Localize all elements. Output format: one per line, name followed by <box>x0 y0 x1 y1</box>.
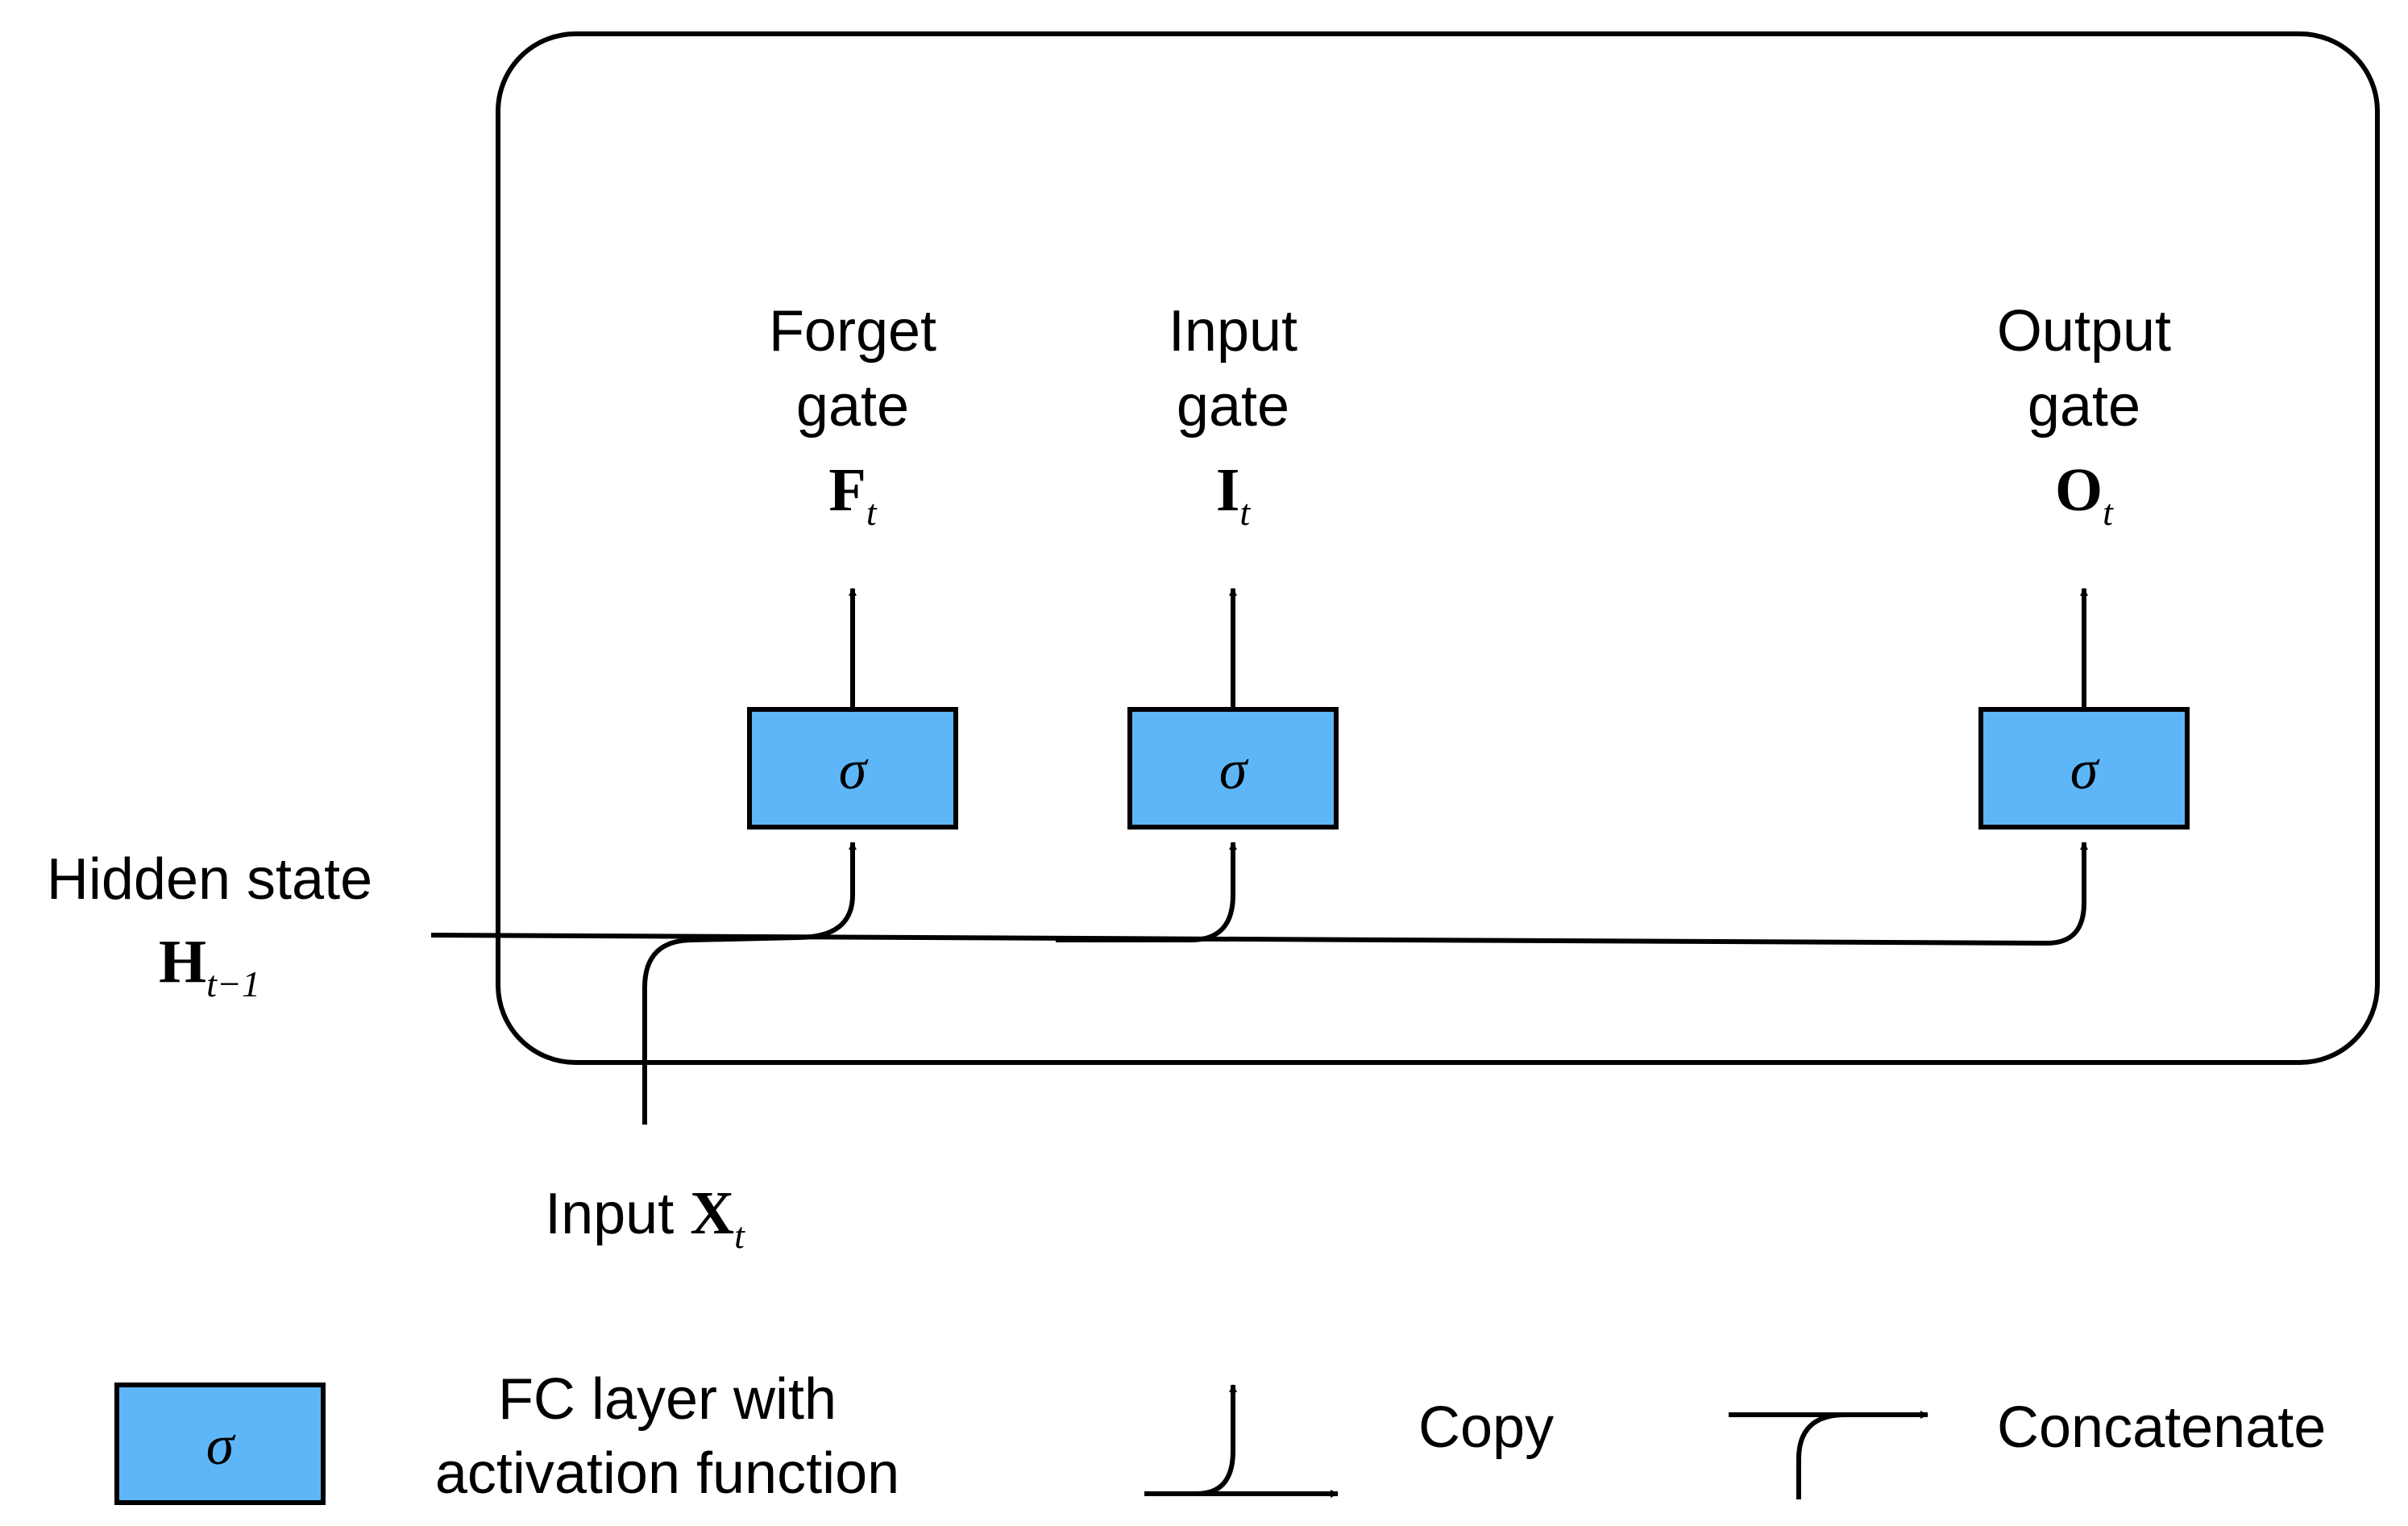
legend-concatenate-label: Concatenate <box>1997 1395 2326 1460</box>
svg-text:gate: gate <box>796 374 909 439</box>
input-gate-fc-box: σ <box>1127 707 1339 830</box>
input-gate-label: Input gate It <box>1169 299 1297 533</box>
legend-fc-label-line1: FC layer with <box>498 1367 837 1432</box>
input-x-line <box>642 935 799 1125</box>
svg-text:gate: gate <box>1177 374 1289 439</box>
legend-sigma-symbol: σ <box>206 1415 236 1477</box>
svg-text:Input: Input <box>1169 299 1297 364</box>
legend: σ FC layer with activation function Copy… <box>114 1367 2326 1506</box>
sigma-symbol: σ <box>1219 739 1249 801</box>
input-gate-symbol: It <box>1216 456 1252 533</box>
legend-fc-box: σ <box>114 1383 326 1505</box>
cell-boundary <box>496 31 2380 1065</box>
legend-fc-label-line2: activation function <box>435 1441 899 1506</box>
legend-copy-icon <box>1144 1384 1339 1498</box>
copy-to-forget-gate <box>797 842 857 940</box>
hidden-state-label: Hidden state Ht−1 <box>47 847 372 1004</box>
output-gate-label: Output gate Ot <box>1997 299 2171 533</box>
svg-text:Hidden state: Hidden state <box>47 847 372 912</box>
sigma-symbol: σ <box>2070 739 2100 801</box>
forget-gate-label: Forget gate Ft <box>769 299 936 533</box>
forget-gate-fc-box: σ <box>747 707 958 830</box>
legend-concatenate-icon <box>1729 1411 1928 1499</box>
hidden-state-symbol: Ht−1 <box>159 928 260 1004</box>
svg-text:Output: Output <box>1997 299 2171 364</box>
copy-to-input-gate <box>1056 842 1237 942</box>
hidden-state-line <box>430 854 2086 946</box>
sigma-symbol: σ <box>839 739 869 801</box>
output-gate-symbol: Ot <box>2055 456 2114 533</box>
input-x-label: Input Xt <box>545 1179 745 1256</box>
svg-text:Forget: Forget <box>769 299 936 364</box>
output-gate-fc-box: σ <box>1978 707 2190 830</box>
svg-text:gate: gate <box>2028 374 2140 439</box>
forget-gate-symbol: Ft <box>828 456 877 533</box>
legend-copy-label: Copy <box>1418 1395 1554 1460</box>
